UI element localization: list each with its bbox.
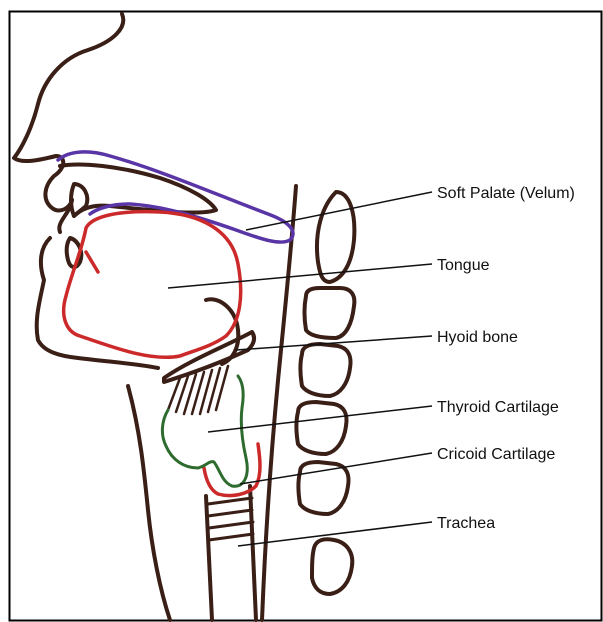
trachea-ring xyxy=(209,522,253,528)
label-thyroid-cartilage: Thyroid Cartilage xyxy=(437,399,559,416)
label-cricoid-cartilage: Cricoid Cartilage xyxy=(437,446,555,463)
leader-line-tongue xyxy=(168,264,432,288)
trachea-ring xyxy=(209,534,253,540)
tongue-tip xyxy=(86,252,98,272)
trachea-ring xyxy=(208,498,252,504)
vertebra xyxy=(317,192,354,282)
pharynx-wall xyxy=(262,186,296,620)
vertebra xyxy=(305,288,355,338)
label-hyoid-bone: Hyoid bone xyxy=(437,329,518,346)
vertebra xyxy=(301,344,351,396)
trachea-ring xyxy=(208,510,252,516)
label-soft-palate: Soft Palate (Velum) xyxy=(437,185,575,202)
cricoid-outline xyxy=(204,444,260,496)
leader-line-soft-palate xyxy=(246,192,432,230)
vertebra xyxy=(312,539,352,594)
label-tongue: Tongue xyxy=(437,257,490,274)
face-profile xyxy=(14,14,123,210)
lower-lip-chin xyxy=(37,238,158,368)
label-trachea: Trachea xyxy=(437,515,495,532)
trachea-right-wall xyxy=(250,486,256,620)
vertebra xyxy=(297,402,347,454)
